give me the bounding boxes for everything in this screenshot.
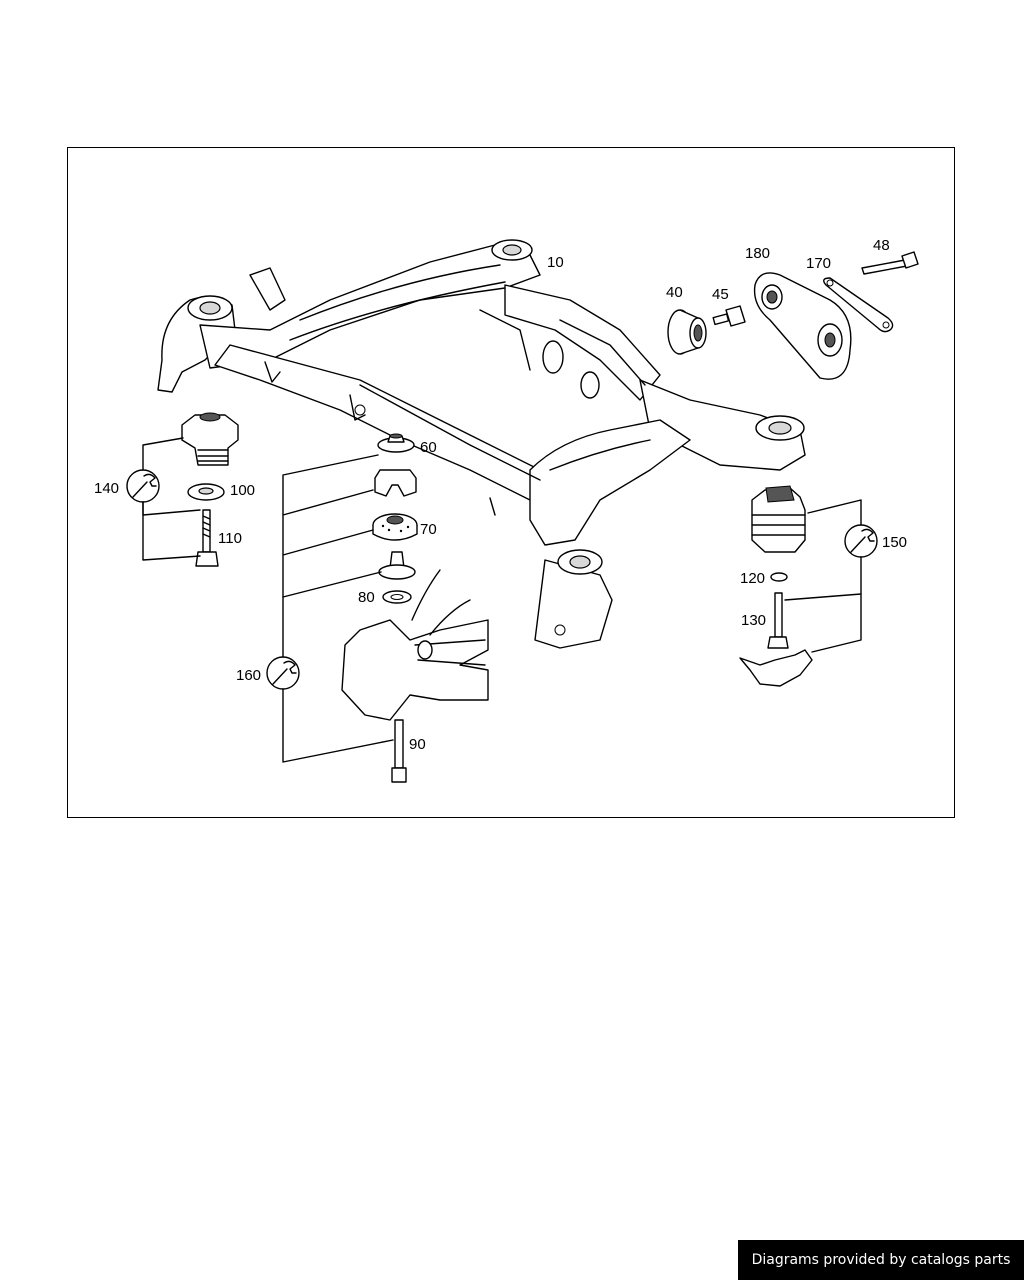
tool-symbol-140: [126, 437, 201, 561]
label-60: 60: [420, 439, 437, 456]
tool-symbol-150: [784, 499, 878, 653]
subframe-carrier: [157, 239, 806, 649]
label-48: 48: [873, 237, 890, 254]
link-plate-170: [823, 277, 894, 333]
support-bracket-180: [753, 272, 852, 380]
label-70: 70: [420, 521, 437, 538]
bolt-48: [861, 251, 919, 275]
label-130: 130: [741, 612, 766, 629]
label-80: 80: [358, 589, 375, 606]
label-110: 110: [218, 530, 242, 547]
right-bolt: [767, 592, 789, 649]
right-washer: [770, 572, 788, 582]
perforated-damper: [372, 513, 418, 541]
label-100: 100: [230, 482, 255, 499]
final-drive-housing: [341, 569, 489, 721]
label-160: 160: [236, 667, 261, 684]
cover-plate: [739, 649, 813, 687]
stop-bushing: [378, 551, 416, 580]
upper-rubber-mount: [377, 433, 415, 453]
label-45: 45: [712, 286, 729, 303]
label-40: 40: [666, 284, 683, 301]
label-120: 120: [740, 570, 765, 587]
lock-ring: [382, 590, 412, 604]
label-170: 170: [806, 255, 831, 272]
bolt-45: [712, 305, 746, 327]
center-bolt: [391, 719, 407, 783]
label-90: 90: [409, 736, 426, 753]
label-180: 180: [745, 245, 770, 262]
tool-symbol-160: [266, 454, 394, 763]
retainer-cage: [374, 469, 417, 497]
right-mount-bushing: [751, 485, 806, 553]
credit-banner: Diagrams provided by catalogs parts: [738, 1240, 1024, 1280]
label-10: 10: [547, 254, 564, 271]
label-140: 140: [94, 480, 119, 497]
label-150: 150: [882, 534, 907, 551]
bushing-40: [667, 309, 707, 355]
left-mount-bushing: [181, 412, 239, 466]
left-bolt: [195, 509, 219, 567]
left-washer: [187, 483, 225, 501]
